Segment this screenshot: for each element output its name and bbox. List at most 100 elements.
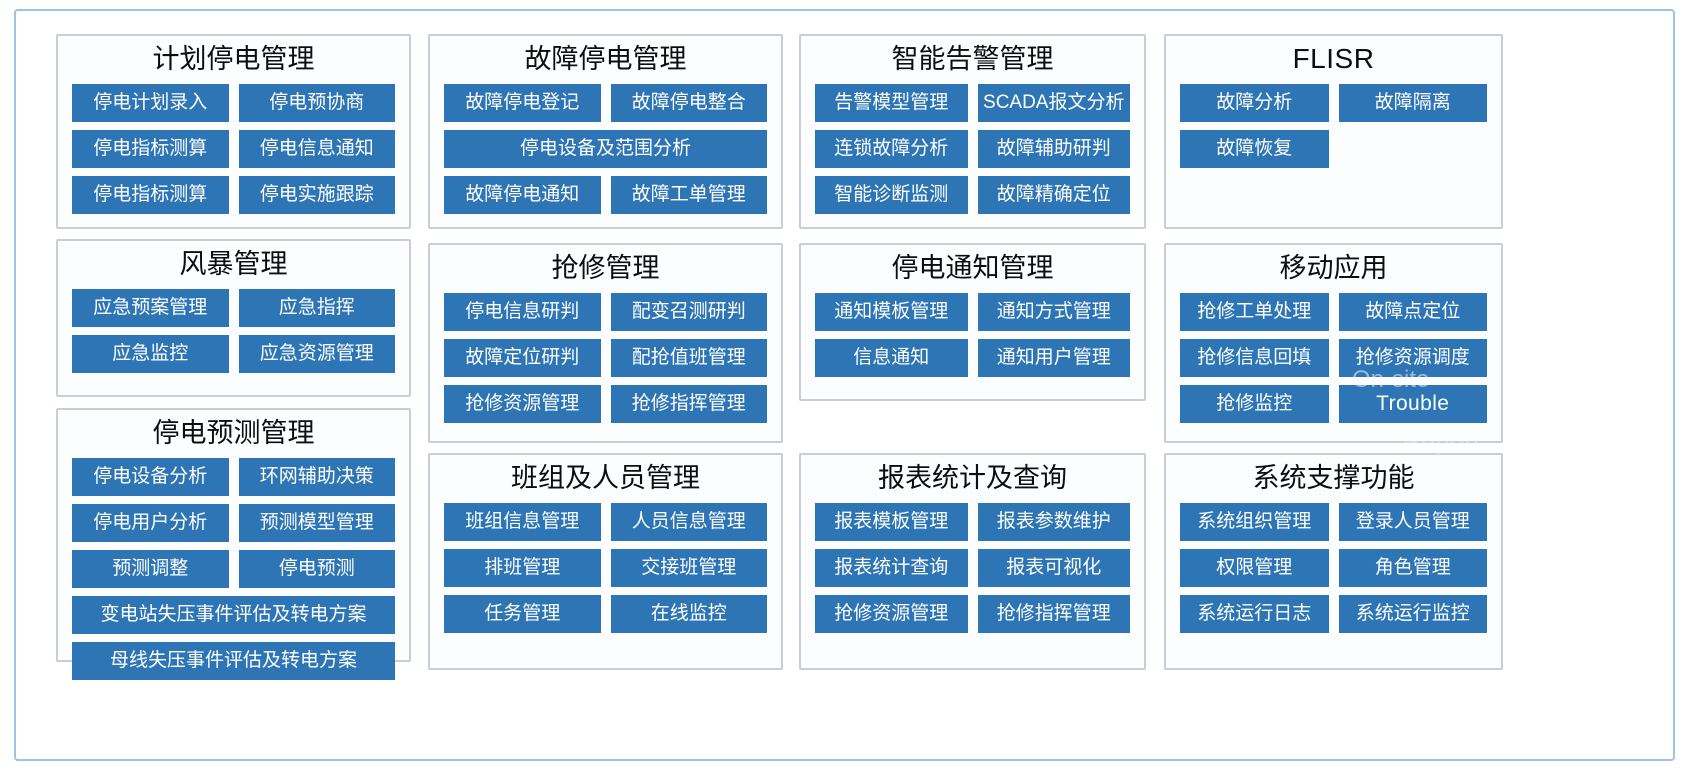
- function-button[interactable]: 停电信息研判: [444, 293, 601, 331]
- panel-outage-notification: 停电通知管理 通知模板管理通知方式管理信息通知通知用户管理: [799, 243, 1146, 401]
- function-button[interactable]: 角色管理: [1338, 549, 1487, 587]
- function-button[interactable]: 系统运行日志: [1180, 595, 1329, 633]
- function-button[interactable]: 故障点定位: [1338, 293, 1487, 331]
- panel-team-and-personnel: 班组及人员管理 班组信息管理人员信息管理排班管理交接班管理任务管理在线监控: [428, 453, 783, 670]
- function-button[interactable]: SCADA报文分析: [977, 84, 1130, 122]
- function-button[interactable]: 告警模型管理: [815, 84, 968, 122]
- function-button[interactable]: 故障停电整合: [610, 84, 767, 122]
- function-button[interactable]: 故障精确定位: [977, 176, 1130, 214]
- panel-title: 班组及人员管理: [511, 463, 700, 493]
- function-button[interactable]: 通知方式管理: [977, 293, 1130, 331]
- function-button[interactable]: 抢修资源调度: [1338, 339, 1487, 377]
- function-button[interactable]: 智能诊断监测: [815, 176, 968, 214]
- function-button[interactable]: 故障定位研判: [444, 339, 601, 377]
- function-button[interactable]: 抢修指挥管理: [977, 595, 1130, 633]
- function-button[interactable]: 停电预协商: [238, 84, 395, 122]
- function-button[interactable]: 停电计划录入: [72, 84, 229, 122]
- function-button[interactable]: 故障工单管理: [610, 176, 767, 214]
- function-button[interactable]: 报表模板管理: [815, 503, 968, 541]
- function-button[interactable]: 配抢值班管理: [610, 339, 767, 377]
- function-button[interactable]: 报表统计查询: [815, 549, 968, 587]
- function-button[interactable]: 抢修监控: [1180, 385, 1329, 423]
- function-button[interactable]: 母线失压事件评估及转电方案: [72, 642, 395, 680]
- function-button[interactable]: 故障隔离: [1338, 84, 1487, 122]
- function-button[interactable]: 登录人员管理: [1338, 503, 1487, 541]
- function-button[interactable]: 停电实施跟踪: [238, 176, 395, 214]
- function-button[interactable]: 系统运行监控: [1338, 595, 1487, 633]
- button-grid: 停电信息研判配变召测研判故障定位研判配抢值班管理抢修资源管理抢修指挥管理: [430, 293, 781, 435]
- panel-title: 报表统计及查询: [878, 463, 1067, 493]
- function-button[interactable]: 通知用户管理: [977, 339, 1130, 377]
- function-button[interactable]: 应急监控: [72, 335, 229, 373]
- function-button[interactable]: 应急资源管理: [238, 335, 395, 373]
- function-button[interactable]: Trouble: [1338, 385, 1487, 423]
- function-button[interactable]: 停电设备分析: [72, 458, 229, 496]
- function-button[interactable]: 停电指标测算: [72, 176, 229, 214]
- function-button[interactable]: 故障分析: [1180, 84, 1329, 122]
- function-button[interactable]: 交接班管理: [610, 549, 767, 587]
- function-button[interactable]: 权限管理: [1180, 549, 1329, 587]
- function-button[interactable]: 报表参数维护: [977, 503, 1130, 541]
- function-button[interactable]: 在线监控: [610, 595, 767, 633]
- function-button[interactable]: 报表可视化: [977, 549, 1130, 587]
- button-grid: 通知模板管理通知方式管理信息通知通知用户管理: [801, 293, 1144, 389]
- function-button[interactable]: 停电预测: [238, 550, 395, 588]
- function-button[interactable]: 故障恢复: [1180, 130, 1329, 168]
- panel-fault-outage: 故障停电管理 故障停电登记故障停电整合停电设备及范围分析故障停电通知故障工单管理: [428, 34, 783, 229]
- function-button[interactable]: 环网辅助决策: [238, 458, 395, 496]
- panel-title: 抢修管理: [551, 253, 660, 283]
- function-button[interactable]: 变电站失压事件评估及转电方案: [72, 596, 395, 634]
- panel-title: FLISR: [1292, 43, 1375, 74]
- function-button[interactable]: 故障辅助研判: [977, 130, 1130, 168]
- panel-title: 计划停电管理: [152, 44, 315, 74]
- panel-flisr: FLISR 故障分析故障隔离故障恢复: [1164, 34, 1503, 229]
- panel-planned-outage: 计划停电管理 停电计划录入停电预协商停电指标测算停电信息通知停电指标测算停电实施…: [56, 34, 411, 229]
- panel-system-support: 系统支撑功能 系统组织管理登录人员管理权限管理角色管理系统运行日志系统运行监控: [1164, 453, 1503, 670]
- panel-report-statistics: 报表统计及查询 报表模板管理报表参数维护报表统计查询报表可视化抢修资源管理抢修指…: [799, 453, 1146, 670]
- function-button[interactable]: 系统组织管理: [1180, 503, 1329, 541]
- function-button[interactable]: 故障停电通知: [444, 176, 601, 214]
- function-button[interactable]: 班组信息管理: [444, 503, 601, 541]
- button-grid: 应急预案管理应急指挥应急监控应急资源管理: [58, 289, 409, 385]
- panel-repair-management: 抢修管理 停电信息研判配变召测研判故障定位研判配抢值班管理抢修资源管理抢修指挥管…: [428, 243, 783, 443]
- function-button[interactable]: 任务管理: [444, 595, 601, 633]
- function-button[interactable]: 抢修资源管理: [444, 385, 601, 423]
- panel-title: 系统支撑功能: [1252, 463, 1415, 493]
- application-frame: 计划停电管理 停电计划录入停电预协商停电指标测算停电信息通知停电指标测算停电实施…: [14, 9, 1675, 761]
- panel-title: 智能告警管理: [891, 44, 1054, 74]
- function-button[interactable]: 预测模型管理: [238, 504, 395, 542]
- button-grid: 故障分析故障隔离故障恢复: [1166, 84, 1501, 180]
- function-button[interactable]: 停电信息通知: [238, 130, 395, 168]
- function-button[interactable]: 应急指挥: [238, 289, 395, 327]
- function-button[interactable]: 抢修资源管理: [815, 595, 968, 633]
- function-button[interactable]: 信息通知: [815, 339, 968, 377]
- function-button[interactable]: 人员信息管理: [610, 503, 767, 541]
- panel-title: 停电通知管理: [891, 253, 1054, 283]
- panel-title: 移动应用: [1279, 253, 1388, 283]
- function-button[interactable]: 抢修工单处理: [1180, 293, 1329, 331]
- button-grid: 停电设备分析环网辅助决策停电用户分析预测模型管理预测调整停电预测变电站失压事件评…: [58, 458, 409, 692]
- panel-title: 停电预测管理: [152, 418, 315, 448]
- function-button[interactable]: 故障停电登记: [444, 84, 601, 122]
- function-button[interactable]: 停电用户分析: [72, 504, 229, 542]
- function-button[interactable]: 停电设备及范围分析: [444, 130, 767, 168]
- button-grid: 停电计划录入停电预协商停电指标测算停电信息通知停电指标测算停电实施跟踪: [58, 84, 409, 226]
- function-board: 计划停电管理 停电计划录入停电预协商停电指标测算停电信息通知停电指标测算停电实施…: [16, 11, 1673, 759]
- function-button[interactable]: 通知模板管理: [815, 293, 968, 331]
- function-button[interactable]: 预测调整: [72, 550, 229, 588]
- panel-outage-forecast: 停电预测管理 停电设备分析环网辅助决策停电用户分析预测模型管理预测调整停电预测变…: [56, 408, 411, 680]
- function-button[interactable]: 抢修信息回填: [1180, 339, 1329, 377]
- function-button[interactable]: 停电指标测算: [72, 130, 229, 168]
- function-button[interactable]: 连锁故障分析: [815, 130, 968, 168]
- function-button[interactable]: 配变召测研判: [610, 293, 767, 331]
- button-grid: 故障停电登记故障停电整合停电设备及范围分析故障停电通知故障工单管理: [430, 84, 781, 226]
- button-grid: 报表模板管理报表参数维护报表统计查询报表可视化抢修资源管理抢修指挥管理: [801, 503, 1144, 645]
- function-button[interactable]: 排班管理: [444, 549, 601, 587]
- function-button[interactable]: 应急预案管理: [72, 289, 229, 327]
- button-grid: 班组信息管理人员信息管理排班管理交接班管理任务管理在线监控: [430, 503, 781, 645]
- function-button[interactable]: 抢修指挥管理: [610, 385, 767, 423]
